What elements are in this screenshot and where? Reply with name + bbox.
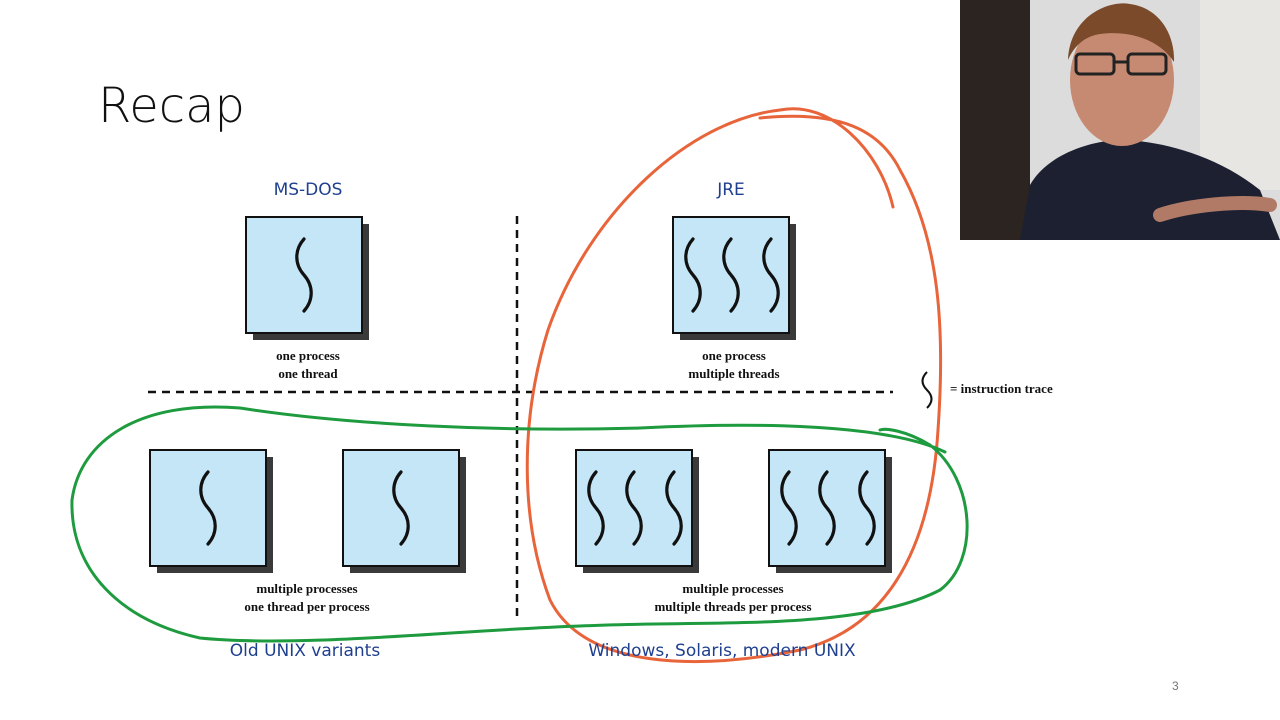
thread-wave-icon: [199, 470, 217, 546]
caption-multiple-processes-one-thread: multiple processes one thread per proces…: [244, 580, 369, 616]
thread-wave-icon: [762, 237, 780, 313]
label-jre: JRE: [717, 180, 745, 200]
green-annotation-loop: [70, 405, 969, 643]
caption-one-process-one-thread: one process one thread: [276, 347, 340, 383]
legend-instruction-trace: = instruction trace: [950, 381, 1053, 396]
thread-wave-icon: [684, 237, 702, 313]
label-old-unix: Old UNIX variants: [229, 641, 381, 661]
thread-wave-icon: [587, 470, 605, 546]
caption-multiple-processes-multiple-threads: multiple processes multiple threads per …: [654, 580, 811, 616]
page-number: 3: [1172, 679, 1179, 693]
caption-line: one thread per process: [244, 599, 370, 614]
thread-wave-icon: [295, 237, 313, 313]
process-box-jre: [672, 216, 796, 340]
instruction-trace-legend-icon: [921, 371, 933, 409]
process-box-modern-2: [768, 449, 892, 573]
process-box-modern-1: [575, 449, 699, 573]
caption-line: multiple threads: [688, 366, 780, 381]
orange-annotation-loop: [525, 107, 943, 663]
caption-line: multiple processes: [682, 581, 784, 596]
caption-line: multiple threads per process: [654, 599, 812, 614]
process-box-old-unix-1: [149, 449, 273, 573]
caption-line: one thread: [278, 366, 338, 381]
thread-wave-icon: [780, 470, 798, 546]
caption-one-process-multiple-threads: one process multiple threads: [688, 347, 779, 383]
thread-wave-icon: [665, 470, 683, 546]
webcam-video-overlay: [960, 0, 1280, 240]
label-modern-os: Windows, Solaris, modern UNIX: [588, 641, 856, 661]
thread-wave-icon: [722, 237, 740, 313]
caption-line: one process: [276, 348, 340, 363]
thread-wave-icon: [858, 470, 876, 546]
thread-wave-icon: [625, 470, 643, 546]
slide-title: Recap: [98, 78, 245, 134]
process-box-ms-dos: [245, 216, 369, 340]
process-box-old-unix-2: [342, 449, 466, 573]
caption-line: multiple processes: [256, 581, 358, 596]
caption-line: one process: [702, 348, 766, 363]
thread-wave-icon: [392, 470, 410, 546]
label-ms-dos: MS-DOS: [273, 180, 343, 200]
thread-wave-icon: [818, 470, 836, 546]
